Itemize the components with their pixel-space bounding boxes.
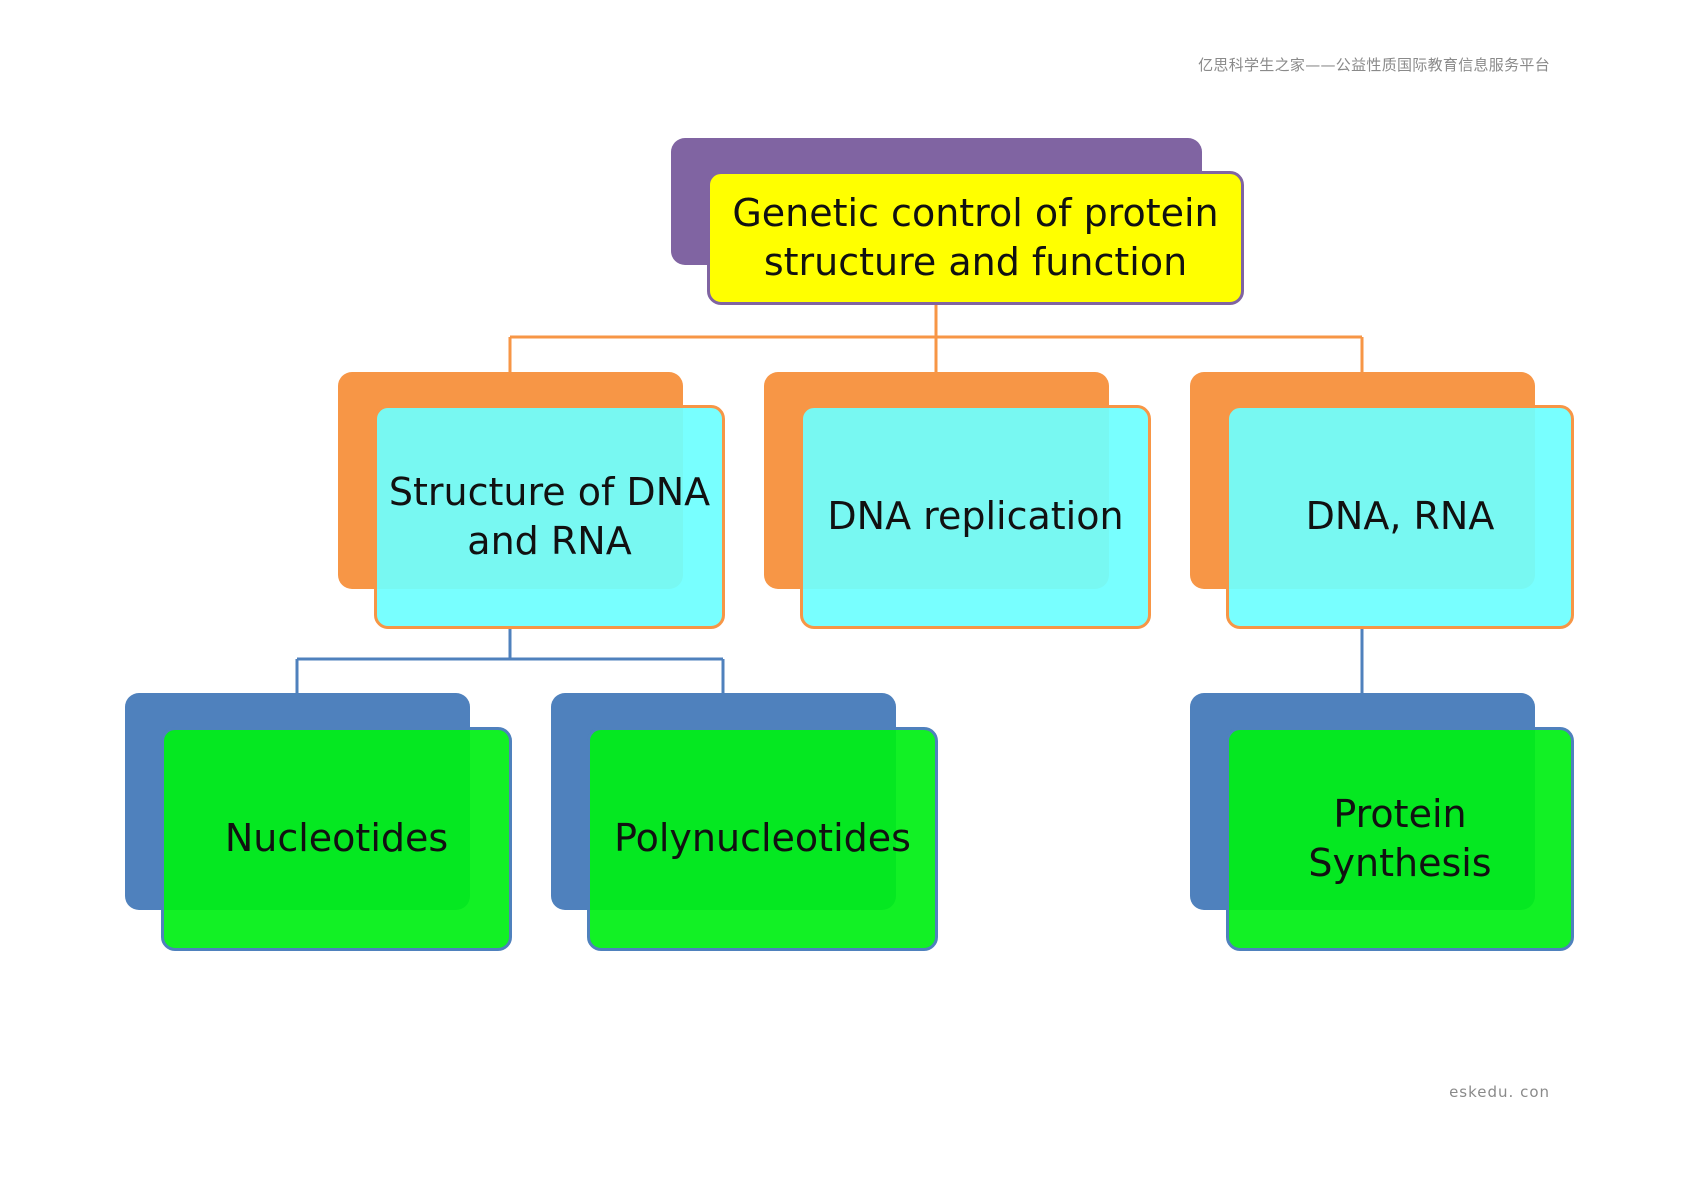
header-watermark: 亿思科学生之家——公益性质国际教育信息服务平台 [1198, 56, 1550, 74]
root-node: Genetic control of protein structure and… [707, 171, 1244, 305]
node-dnarna-label: DNA, RNA [1305, 494, 1495, 539]
root-node-label: Genetic control of protein structure and… [732, 190, 1219, 284]
node-nucleotides: Nucleotides [161, 727, 512, 951]
node-dna-rna: DNA, RNA [1226, 405, 1574, 629]
node-protein-synthesis-label: Protein Synthesis [1308, 791, 1492, 885]
node-structure-dna-rna: Structure of DNA and RNA [374, 405, 725, 629]
node-dna-replication: DNA replication [800, 405, 1151, 629]
node-structure-label: Structure of DNA and RNA [388, 469, 711, 563]
child-connectors [295, 627, 1364, 693]
node-polynucleotides: Polynucleotides [587, 727, 938, 951]
node-protein-synthesis: Protein Synthesis [1226, 727, 1574, 951]
footer-site: eskedu. con [1449, 1083, 1550, 1101]
node-nucleotides-label: Nucleotides [224, 816, 449, 861]
node-replication-label: DNA replication [827, 494, 1124, 539]
root-connectors [508, 303, 1364, 372]
node-polynucleotides-label: Polynucleotides [614, 816, 911, 861]
